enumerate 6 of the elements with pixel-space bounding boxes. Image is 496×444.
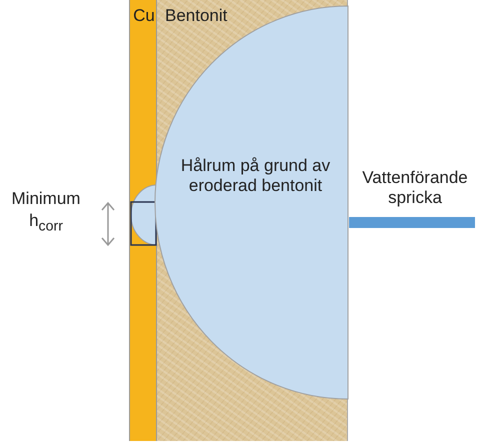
copper-layer — [129, 0, 157, 441]
layer-label: Bentonit — [165, 6, 228, 26]
dimension-label: Minimum h$_{corr}$ — [10, 188, 82, 236]
layer-label: Cu — [132, 6, 156, 26]
fracture-label: Vattenförande spricka — [361, 168, 469, 208]
cavity-label: Hålrum på grund av eroderad bentonit — [180, 156, 332, 196]
